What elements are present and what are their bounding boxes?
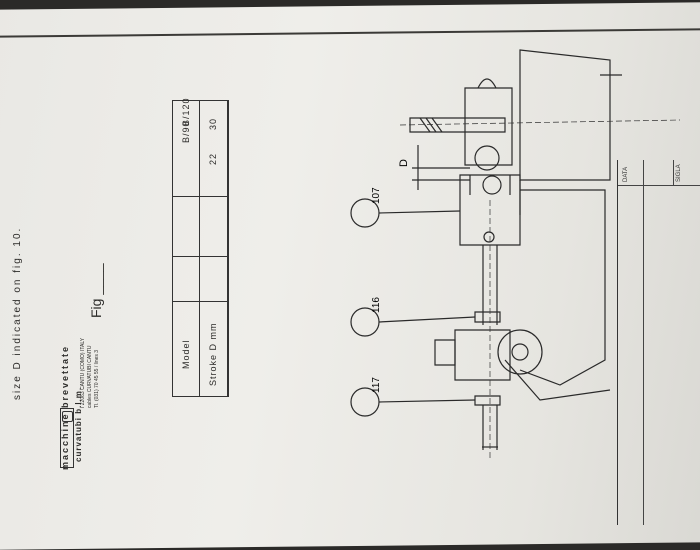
slide-pin (483, 231, 495, 243)
page-content: size D indicated on fig. 10. curvatubi b… (60, 49, 700, 525)
table-cell (199, 256, 228, 302)
callout-107: 107 (371, 187, 382, 204)
frame-outline (519, 189, 606, 386)
callout-117: 117 (371, 377, 382, 393)
title-block-divider (618, 185, 700, 186)
table-cell (173, 301, 200, 396)
knurl-marks (419, 117, 443, 133)
nut-116 (474, 311, 501, 323)
clamp-body (454, 329, 511, 381)
eccentric-hub (511, 343, 529, 361)
roller-top (477, 78, 497, 89)
table-cell (199, 101, 228, 197)
table-cell (199, 196, 228, 257)
eccentric-wheel (497, 329, 543, 375)
spiral-logo-icon (62, 411, 73, 422)
technical-drawing: 107 116 117 D (371, 49, 681, 460)
knurled-knob (409, 117, 506, 133)
slide-block (459, 174, 521, 246)
table-cell (173, 196, 200, 257)
title-block-divider (673, 160, 674, 185)
title-block-sigla: SIGLA (676, 164, 682, 182)
bolt-head (434, 339, 456, 366)
die-guides (469, 175, 511, 195)
title-block: SIGLA DATA (617, 160, 700, 525)
die-circle (482, 175, 502, 195)
table-cell (199, 301, 228, 396)
table-cell (173, 101, 200, 197)
upper-block-outline (519, 49, 611, 181)
title-block-divider (643, 160, 644, 525)
nut-117 (474, 395, 501, 406)
lower-rod (482, 405, 498, 450)
company-logo-box (60, 408, 74, 468)
roller-circle (474, 145, 500, 171)
roller-housing (464, 87, 513, 166)
title-block-data: DATA (623, 166, 629, 182)
table-cell (173, 256, 200, 302)
callout-116: 116 (371, 297, 382, 313)
spec-table: B/90 B/120 22 30 Model Stroke D mm (172, 97, 229, 397)
dimension-d-label: D (398, 159, 410, 167)
